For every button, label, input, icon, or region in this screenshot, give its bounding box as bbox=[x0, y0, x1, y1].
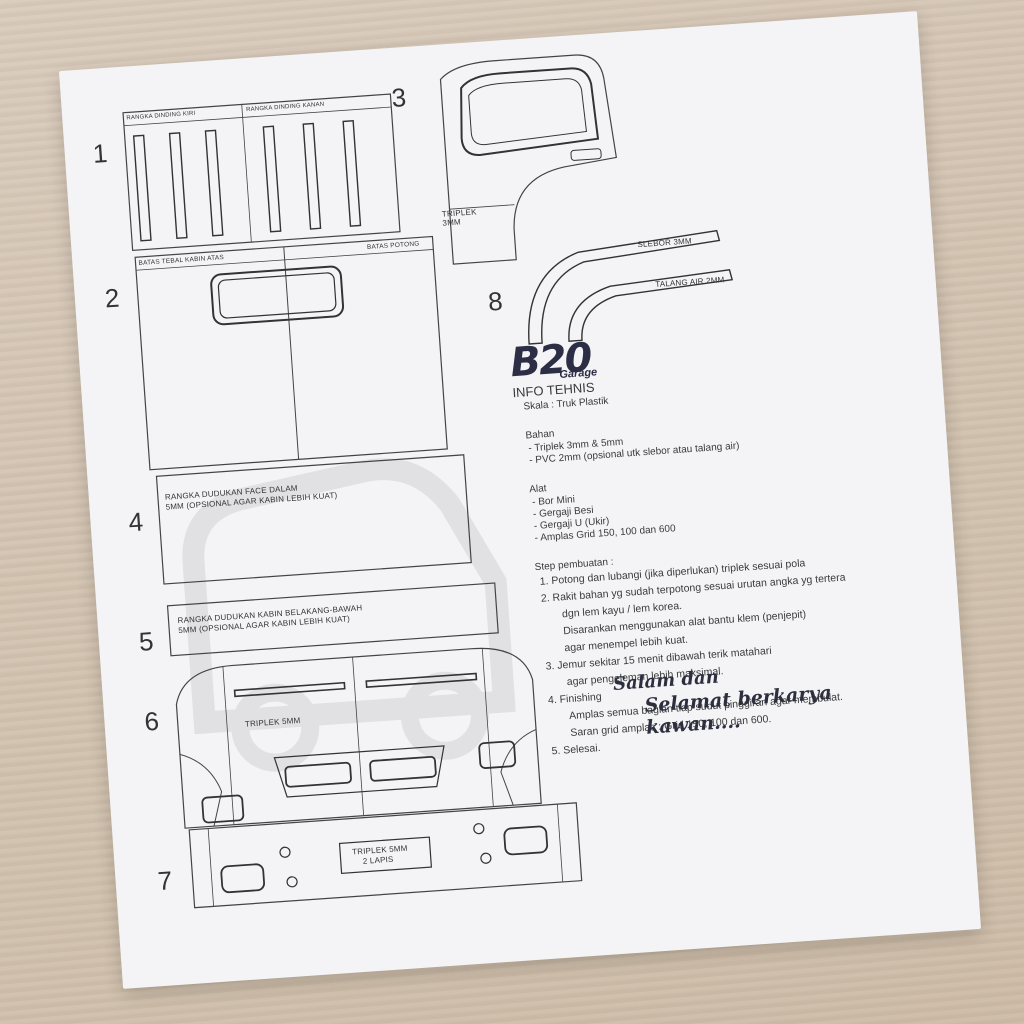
bahan-section: Bahan - Triplek 3mm & 5mm - PVC 2mm (ops… bbox=[515, 403, 927, 468]
b20-garage-logo: B20 Garage bbox=[509, 335, 598, 386]
piece-4-face-frame bbox=[155, 454, 472, 585]
piece-8-fender-parts bbox=[528, 229, 734, 345]
piece-6-front-face bbox=[175, 647, 542, 829]
piece-number-1: 1 bbox=[91, 137, 109, 169]
alat-section: Alat - Bor Mini - Gergaji Besi - Gergaji… bbox=[519, 456, 932, 544]
piece-1-side-frame bbox=[122, 93, 401, 252]
piece-2-back-cabin bbox=[134, 235, 448, 471]
piece-number-7: 7 bbox=[156, 865, 174, 897]
piece-3-triplek-label: TRIPLEK 3MM bbox=[441, 207, 477, 228]
piece-number-8: 8 bbox=[487, 285, 504, 317]
piece-5-rear-frame bbox=[166, 582, 499, 657]
piece-number-3: 3 bbox=[390, 82, 408, 113]
piece-number-2: 2 bbox=[103, 282, 121, 314]
piece-3-door bbox=[439, 54, 618, 265]
piece-7-bumper bbox=[188, 802, 583, 909]
piece-number-4: 4 bbox=[127, 506, 145, 538]
truck-outline-icon bbox=[182, 458, 516, 772]
piece-number-6: 6 bbox=[143, 705, 161, 737]
piece-number-5: 5 bbox=[137, 625, 155, 657]
template-paper-sheet: 1 RANGKA DINDING KIRI RANGKA DINDING KAN… bbox=[58, 11, 982, 989]
